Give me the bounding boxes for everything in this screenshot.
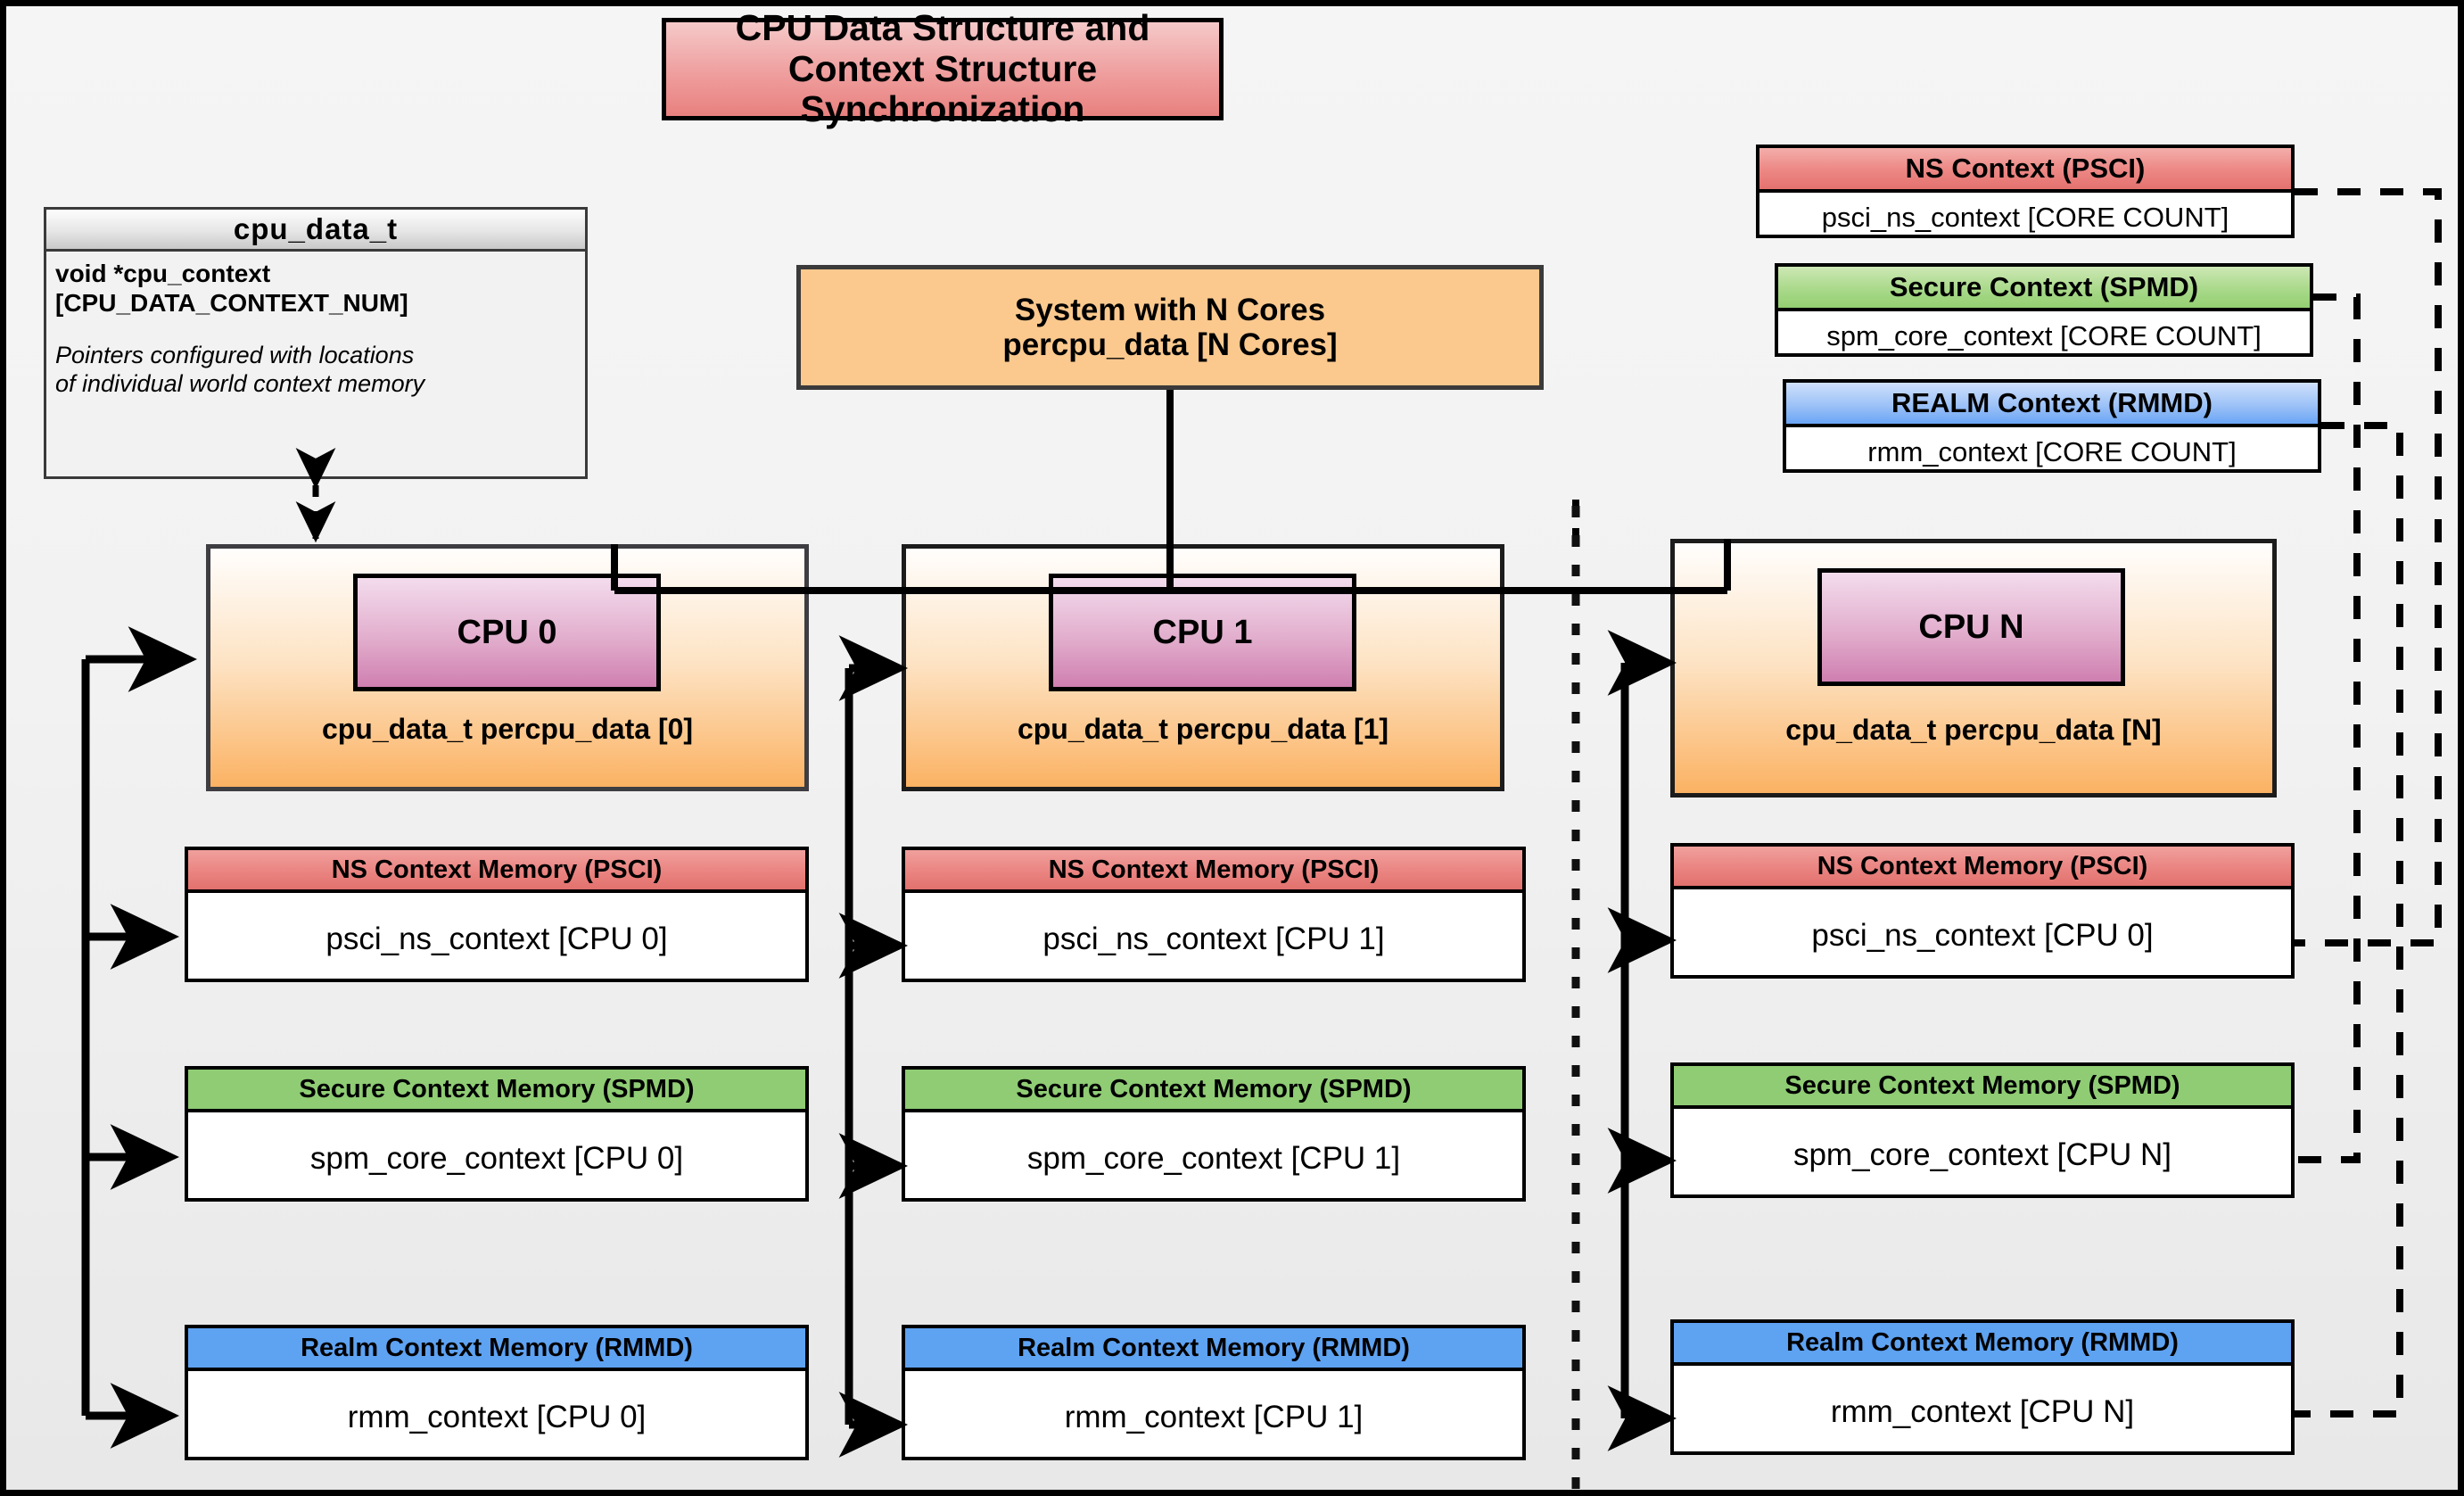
context-card-cpu0-ns: NS Context Memory (PSCI) psci_ns_context… [185, 847, 809, 982]
context-card-cpun-ns-header: NS Context Memory (PSCI) [1674, 847, 2291, 889]
legend-secure-body: spm_core_context [CORE COUNT] [1826, 319, 2262, 351]
cpu-data-t-note-line1: Pointers configured with locations [55, 342, 415, 369]
cpu-data-t-note-line2: of individual world context memory [55, 370, 425, 398]
context-card-cpu1-realm: Realm Context Memory (RMMD) rmm_context … [902, 1325, 1526, 1460]
context-card-cpun-realm-body: rmm_context [CPU N] [1830, 1394, 2135, 1429]
pointer-bus-cpun [1607, 630, 1677, 1451]
diagram-title-text: CPU Data Structure and Context Structure… [735, 6, 1150, 130]
legend-realm-body: rmm_context [CORE COUNT] [1867, 435, 2237, 467]
cpu-chip-1-label: CPU 1 [1152, 613, 1253, 651]
diagram-stage: CPU Data Structure and Context Structure… [6, 6, 2458, 1490]
context-card-cpun-ns: NS Context Memory (PSCI) psci_ns_context… [1670, 843, 2295, 979]
context-card-cpu0-secure-header: Secure Context Memory (SPMD) [188, 1070, 805, 1112]
cpu-chip-n-label: CPU N [1918, 607, 2024, 646]
context-card-cpu1-realm-header: Realm Context Memory (RMMD) [905, 1328, 1522, 1371]
cpu-chip-0-label: CPU 0 [457, 613, 557, 651]
link-legend-realm-to-cpun [2295, 422, 2403, 1417]
context-card-cpu1-ns-body: psci_ns_context [CPU 1] [1042, 922, 1385, 956]
context-card-cpun-realm: Realm Context Memory (RMMD) rmm_context … [1670, 1319, 2295, 1455]
context-card-cpun-ns-body: psci_ns_context [CPU 0] [1811, 918, 2154, 953]
context-card-cpu0-ns-header: NS Context Memory (PSCI) [188, 850, 805, 893]
context-card-cpun-secure-header: Secure Context Memory (SPMD) [1674, 1066, 2291, 1109]
context-card-cpu1-ns: NS Context Memory (PSCI) psci_ns_context… [902, 847, 1526, 982]
legend-realm-header: REALM Context (RMMD) [1786, 383, 2318, 427]
context-card-cpun-secure-body: spm_core_context [CPU N] [1792, 1137, 2172, 1172]
cpu-panel-0: CPU 0 cpu_data_t percpu_data [0] [206, 544, 809, 791]
cpu-caption-n: cpu_data_t percpu_data [N] [1785, 714, 2162, 746]
link-legend-ns-to-cpun [2295, 188, 2442, 946]
system-box-text: System with N Cores percpu_data [N Cores… [1002, 293, 1337, 362]
context-card-cpu1-realm-body: rmm_context [CPU 1] [1064, 1400, 1364, 1434]
legend-card-secure-context: Secure Context (SPMD) spm_core_context [… [1775, 263, 2313, 357]
diagram-title: CPU Data Structure and Context Structure… [662, 7, 1224, 129]
context-card-cpu0-secure: Secure Context Memory (SPMD) spm_core_co… [185, 1066, 809, 1202]
pointer-bus-cpu1 [838, 635, 909, 1458]
context-card-cpun-secure: Secure Context Memory (SPMD) spm_core_co… [1670, 1062, 2295, 1198]
cpu-data-t-header: cpu_data_t [46, 210, 585, 252]
cpu-chip-n: CPU N [1817, 568, 2125, 686]
legend-card-realm-context: REALM Context (RMMD) rmm_context [CORE C… [1783, 379, 2321, 473]
system-line2: percpu_data [N Cores] [1002, 327, 1338, 362]
context-card-cpu1-secure-body: spm_core_context [CPU 1] [1026, 1141, 1401, 1176]
cpu-data-t-body: void *cpu_context [CPU_DATA_CONTEXT_NUM]… [46, 252, 585, 399]
cpu-data-t-field-line2: [CPU_DATA_CONTEXT_NUM] [55, 289, 408, 318]
context-card-cpu0-ns-body: psci_ns_context [CPU 0] [326, 922, 668, 956]
context-card-cpun-realm-header: Realm Context Memory (RMMD) [1674, 1323, 2291, 1366]
pointer-bus-cpu0 [81, 626, 198, 1449]
context-card-cpu1-ns-header: NS Context Memory (PSCI) [905, 850, 1522, 893]
context-card-cpu0-realm-body: rmm_context [CPU 0] [347, 1400, 647, 1434]
cpu-data-t-struct: cpu_data_t void *cpu_context [CPU_DATA_C… [44, 207, 588, 479]
cpu-panel-1: CPU 1 cpu_data_t percpu_data [1] [902, 544, 1504, 791]
cpu-chip-1: CPU 1 [1049, 574, 1356, 691]
cpu-panel-n: CPU N cpu_data_t percpu_data [N] [1670, 539, 2277, 798]
cpu-chip-0: CPU 0 [353, 574, 661, 691]
system-n-cores-box: System with N Cores percpu_data [N Cores… [796, 265, 1544, 390]
legend-ns-header: NS Context (PSCI) [1759, 148, 2291, 193]
context-card-cpu1-secure-header: Secure Context Memory (SPMD) [905, 1070, 1522, 1112]
context-card-cpu0-realm-header: Realm Context Memory (RMMD) [188, 1328, 805, 1371]
cpu-data-t-field-line1: void *cpu_context [55, 260, 271, 287]
system-line1: System with N Cores [1014, 292, 1326, 327]
legend-ns-body: psci_ns_context [CORE COUNT] [1821, 201, 2229, 233]
cpu-caption-0: cpu_data_t percpu_data [0] [321, 713, 694, 745]
legend-secure-header: Secure Context (SPMD) [1778, 267, 2310, 311]
legend-card-ns-context: NS Context (PSCI) psci_ns_context [CORE … [1756, 145, 2295, 238]
context-card-cpu1-secure: Secure Context Memory (SPMD) spm_core_co… [902, 1066, 1526, 1202]
context-card-cpu0-secure-body: spm_core_context [CPU 0] [309, 1141, 684, 1176]
cpu-caption-1: cpu_data_t percpu_data [1] [1017, 713, 1389, 745]
context-card-cpu0-realm: Realm Context Memory (RMMD) rmm_context … [185, 1325, 809, 1460]
